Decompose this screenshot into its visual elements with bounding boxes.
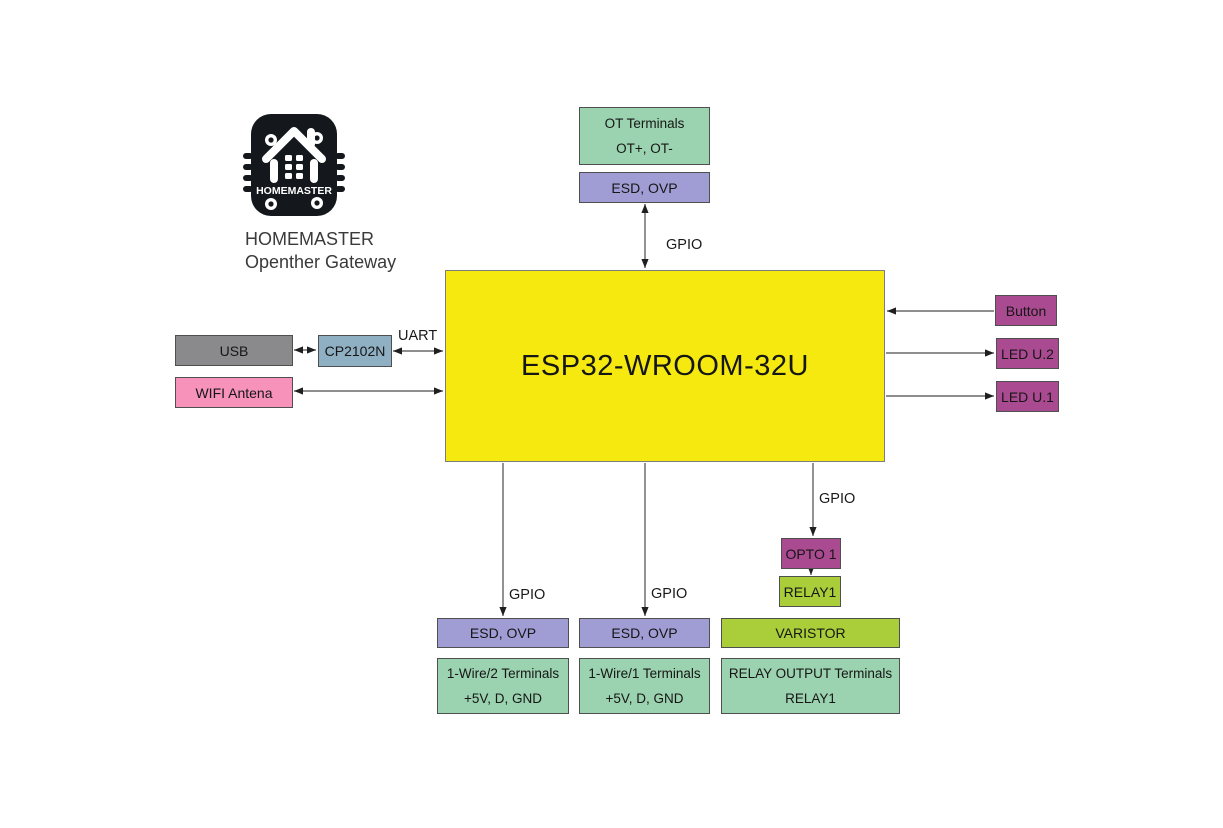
- logo-badge-text: HOMEMASTER: [256, 185, 332, 197]
- product-title-line2: Openther Gateway: [245, 252, 397, 272]
- onewire2-terminals-block: 1-Wire/2 Terminals +5V, D, GND: [437, 658, 569, 714]
- esp32-label: ESP32-WROOM-32U: [521, 350, 809, 382]
- varistor-block: VARISTOR: [721, 618, 900, 648]
- esd-ovp-1wire1-label: ESD, OVP: [611, 625, 678, 641]
- esp32-block: ESP32-WROOM-32U: [445, 270, 885, 462]
- usb-block: USB: [175, 335, 293, 366]
- cp2102n-block: CP2102N: [318, 335, 392, 367]
- onewire1-line1: 1-Wire/1 Terminals: [588, 666, 701, 681]
- opto1-block: OPTO 1: [781, 538, 841, 569]
- wifi-antenna-label: WIFI Antena: [195, 384, 273, 401]
- led-u2-block: LED U.2: [996, 338, 1059, 369]
- led-u2-label: LED U.2: [1001, 345, 1054, 362]
- house-icon: [262, 127, 326, 183]
- gpio-relay-label: GPIO: [819, 491, 856, 507]
- onewire2-line1: 1-Wire/2 Terminals: [446, 666, 560, 681]
- esd-ovp-top-label: ESD, OVP: [611, 179, 678, 196]
- cp2102n-label: CP2102N: [324, 343, 386, 359]
- product-title: HOMEMASTER Openther Gateway: [245, 228, 396, 274]
- varistor-label: VARISTOR: [775, 625, 846, 641]
- relay1-block: RELAY1: [779, 576, 841, 607]
- esd-ovp-top-block: ESD, OVP: [579, 172, 710, 203]
- relay-output-line2: RELAY1: [785, 691, 836, 706]
- ot-terminals-block: OT Terminals OT+, OT-: [579, 107, 710, 165]
- gpio-1wire1-label: GPIO: [651, 586, 688, 602]
- button-label: Button: [1005, 302, 1047, 319]
- button-block: Button: [995, 295, 1057, 326]
- onewire2-line2: +5V, D, GND: [464, 691, 542, 706]
- opto1-label: OPTO 1: [785, 545, 837, 562]
- uart-label: UART: [398, 328, 438, 344]
- usb-label: USB: [219, 342, 249, 359]
- wifi-antenna-block: WIFI Antena: [175, 377, 293, 408]
- esd-ovp-1wire1-block: ESD, OVP: [579, 618, 710, 648]
- relay1-label: RELAY1: [783, 583, 837, 600]
- esd-ovp-1wire2-block: ESD, OVP: [437, 618, 569, 648]
- gpio-ot-label: GPIO: [666, 237, 703, 253]
- onewire1-terminals-block: 1-Wire/1 Terminals +5V, D, GND: [579, 658, 710, 714]
- onewire1-line2: +5V, D, GND: [605, 691, 684, 706]
- led-u1-label: LED U.1: [1001, 388, 1054, 405]
- led-u1-block: LED U.1: [996, 381, 1059, 412]
- relay-output-terminals-block: RELAY OUTPUT Terminals RELAY1: [721, 658, 900, 714]
- homemaster-logo-icon: HOMEMASTER: [243, 114, 345, 216]
- gpio-1wire2-label: GPIO: [509, 587, 546, 603]
- ot-terminals-line2: OT+, OT-: [616, 141, 673, 156]
- ot-terminals-line1: OT Terminals: [604, 116, 685, 131]
- product-title-line1: HOMEMASTER: [245, 229, 375, 249]
- esd-ovp-1wire2-label: ESD, OVP: [469, 625, 537, 641]
- relay-output-line1: RELAY OUTPUT Terminals: [728, 666, 893, 681]
